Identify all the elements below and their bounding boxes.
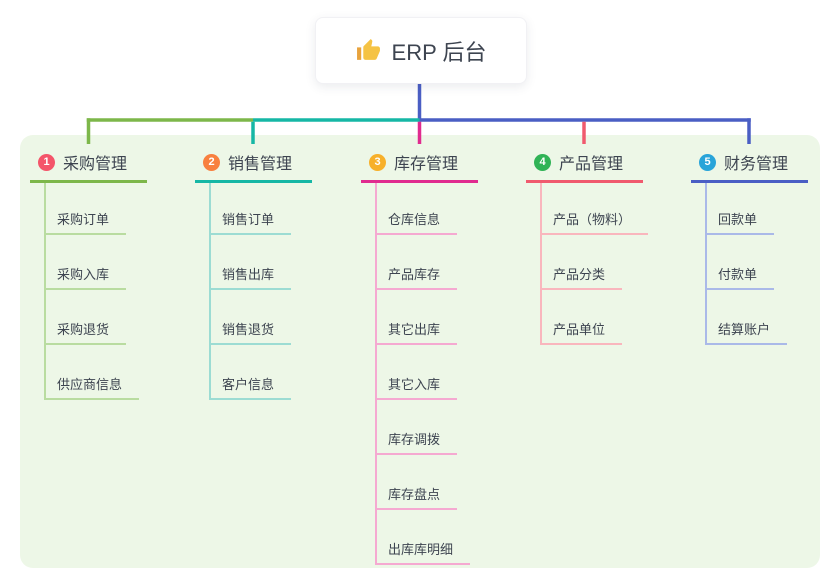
branch-header-1[interactable]: 1 采购管理	[30, 148, 147, 183]
branch-item: 出库库明细	[377, 510, 478, 565]
branch-item: 供应商信息	[46, 345, 147, 400]
branch-item-label[interactable]: 其它入库	[377, 374, 458, 400]
branch-item-label[interactable]: 产品（物料）	[542, 209, 649, 235]
branch-items: 仓库信息产品库存其它出库其它入库库存调拨库存盘点出库库明细	[375, 183, 478, 565]
branch-item: 仓库信息	[377, 183, 478, 235]
branch-label: 库存管理	[394, 156, 459, 173]
branch-label: 采购管理	[63, 156, 128, 173]
branch-item: 客户信息	[211, 345, 312, 400]
branch-item-label[interactable]: 其它出库	[377, 319, 458, 345]
branch-item: 产品库存	[377, 235, 478, 290]
branch-3: 3 库存管理 仓库信息产品库存其它出库其它入库库存调拨库存盘点出库库明细	[361, 148, 478, 565]
branch-item-label[interactable]: 库存盘点	[377, 484, 458, 510]
branch-label: 销售管理	[228, 156, 293, 173]
branch-item-label[interactable]: 结算账户	[707, 319, 788, 345]
branch-item-label[interactable]: 采购订单	[46, 209, 127, 235]
branch-item-label[interactable]: 供应商信息	[46, 374, 140, 400]
branch-item: 回款单	[707, 183, 808, 235]
root-node[interactable]: ERP 后台	[315, 17, 527, 84]
branch-item-label[interactable]: 回款单	[707, 209, 775, 235]
branch-5: 5 财务管理 回款单付款单结算账户	[691, 148, 808, 345]
branch-header-5[interactable]: 5 财务管理	[691, 148, 808, 183]
branch-item-label[interactable]: 销售出库	[211, 264, 292, 290]
branch-badge: 3	[369, 153, 386, 171]
branch-item-label[interactable]: 销售订单	[211, 209, 292, 235]
thumbs-up-icon	[356, 39, 380, 60]
branch-items: 销售订单销售出库销售退货客户信息	[209, 183, 312, 400]
branch-badge: 1	[38, 153, 55, 171]
root-title: ERP 后台	[391, 39, 487, 65]
branch-header-4[interactable]: 4 产品管理	[526, 148, 643, 183]
branch-item: 销售出库	[211, 235, 312, 290]
branch-item: 结算账户	[707, 290, 808, 345]
branch-item-label[interactable]: 采购退货	[46, 319, 127, 345]
branch-item: 销售订单	[211, 183, 312, 235]
branch-items: 产品（物料） 产品分类产品单位	[540, 183, 649, 345]
branch-item: 产品（物料）	[542, 183, 649, 235]
branch-header-3[interactable]: 3 库存管理	[361, 148, 478, 183]
branch-label: 产品管理	[559, 156, 624, 173]
branch-item: 采购入库	[46, 235, 147, 290]
branch-items: 采购订单采购入库采购退货供应商信息	[44, 183, 147, 400]
branch-item: 库存盘点	[377, 455, 478, 510]
branch-item-label[interactable]: 库存调拨	[377, 429, 458, 455]
branch-item: 其它出库	[377, 290, 478, 345]
branch-badge: 5	[699, 153, 716, 171]
branch-item: 产品单位	[542, 290, 648, 345]
branch-items: 回款单付款单结算账户	[705, 183, 808, 345]
branch-2: 2 销售管理 销售订单销售出库销售退货客户信息	[195, 148, 312, 400]
branch-item-label[interactable]: 采购入库	[46, 264, 127, 290]
branch-label: 财务管理	[724, 156, 789, 173]
branch-item-label[interactable]: 出库库明细	[377, 539, 471, 565]
branch-item-label[interactable]: 销售退货	[211, 319, 292, 345]
branch-item-label[interactable]: 产品库存	[377, 264, 458, 290]
branch-header-2[interactable]: 2 销售管理	[195, 148, 312, 183]
branch-item: 采购订单	[46, 183, 147, 235]
branch-item: 其它入库	[377, 345, 478, 400]
branch-item: 库存调拨	[377, 400, 478, 455]
branch-item-label[interactable]: 产品分类	[542, 264, 623, 290]
branch-item: 销售退货	[211, 290, 312, 345]
branch-item: 产品分类	[542, 235, 648, 290]
branch-4: 4 产品管理 产品（物料） 产品分类产品单位	[526, 148, 649, 345]
branch-item: 付款单	[707, 235, 808, 290]
branch-1: 1 采购管理 采购订单采购入库采购退货供应商信息	[30, 148, 147, 400]
branch-item: 采购退货	[46, 290, 147, 345]
branches-panel	[20, 135, 820, 568]
branch-badge: 2	[203, 153, 220, 171]
branch-item-label[interactable]: 产品单位	[542, 319, 623, 345]
branch-item-label[interactable]: 客户信息	[211, 374, 292, 400]
branch-item-label[interactable]: 付款单	[707, 264, 775, 290]
branch-item-label[interactable]: 仓库信息	[377, 209, 458, 235]
branch-badge: 4	[534, 153, 551, 171]
